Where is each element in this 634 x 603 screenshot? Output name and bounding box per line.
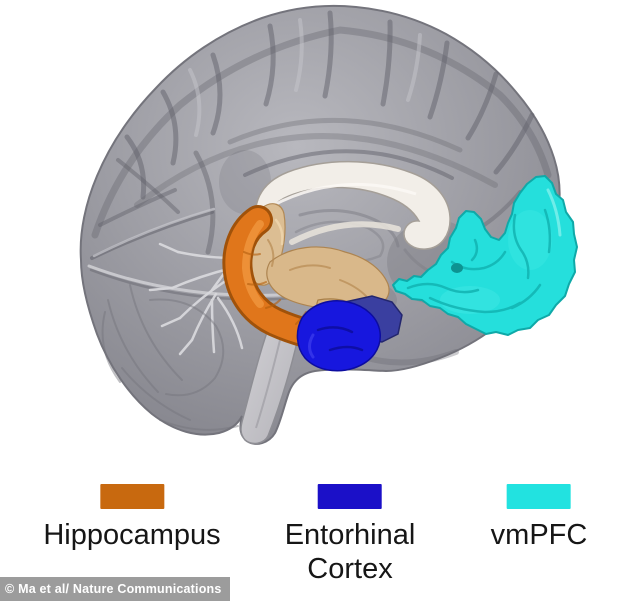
legend-item-hippocampus: Hippocampus <box>43 484 221 552</box>
credit-badge: © Ma et al/ Nature Communications <box>0 577 230 601</box>
legend-item-entorhinal: Entorhinal Cortex <box>284 484 416 586</box>
corpus-callosum <box>255 160 451 250</box>
fornix-band <box>289 221 401 245</box>
vmpfc-swatch <box>506 484 571 509</box>
cerebellum-detail <box>87 242 300 431</box>
vmpfc-region <box>392 175 578 336</box>
entorhinal-swatch <box>318 484 382 509</box>
entorhinal-region <box>296 295 403 372</box>
vmpfc-label: vmPFC <box>490 519 588 551</box>
legend-item-vmpfc: vmPFC <box>490 484 588 552</box>
cortex-sulci <box>90 10 552 260</box>
hippocampus-swatch <box>99 484 164 509</box>
hippocampus-label: Hippocampus <box>43 519 221 551</box>
entorhinal-label: Entorhinal Cortex <box>284 519 416 586</box>
